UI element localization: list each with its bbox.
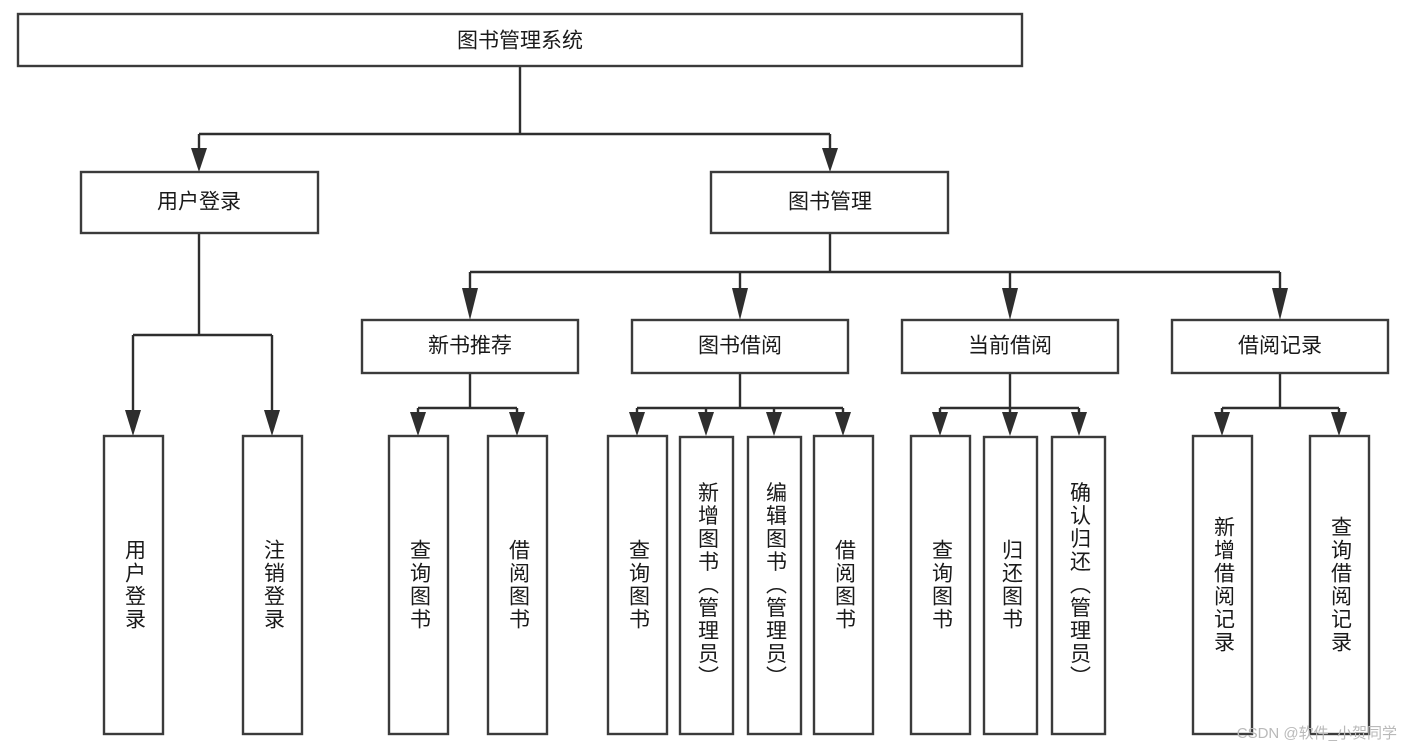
node-leaf-logout-box[interactable] (241, 434, 304, 736)
node-leaf-borrow-book-2-box[interactable] (812, 434, 875, 736)
node-user-login-box[interactable] (79, 170, 320, 235)
node-new-book-rec[interactable]: 新书推荐 (360, 318, 580, 375)
node-leaf-query-book-2-box[interactable] (606, 434, 669, 736)
node-leaf-borrow-book-2-label: 借阅图书 (832, 539, 856, 631)
node-current-borrow[interactable]: 当前借阅 (900, 318, 1120, 375)
node-leaf-query-book-3[interactable]: 查询图书 (909, 434, 972, 736)
node-leaf-query-record-box[interactable] (1308, 434, 1371, 736)
node-new-book-rec-box[interactable] (360, 318, 580, 375)
arrow-head-leaf-logout (264, 410, 280, 436)
arrow-head-leaf-borrow-book-1 (509, 412, 525, 436)
node-book-borrow-label: 图书借阅 (698, 335, 782, 358)
node-leaf-user-login-box[interactable] (102, 434, 165, 736)
node-leaf-query-book-1-box[interactable] (387, 434, 450, 736)
node-leaf-query-record-label: 查询借阅记录 (1328, 516, 1352, 654)
node-leaf-add-book-box[interactable] (678, 435, 735, 736)
node-user-login[interactable]: 用户登录 (79, 170, 320, 235)
node-leaf-borrow-book-1[interactable]: 借阅图书 (486, 434, 549, 736)
node-user-login-label: 用户登录 (157, 191, 241, 214)
node-borrow-record-box[interactable] (1170, 318, 1390, 375)
node-leaf-user-login[interactable]: 用户登录 (102, 434, 165, 736)
node-leaf-edit-book-box[interactable] (746, 435, 803, 736)
node-leaf-confirm-return-box[interactable] (1050, 435, 1107, 736)
node-leaf-edit-book-label: 编辑图书（管理员） (763, 482, 787, 689)
arrow-head-new-book-rec (462, 288, 478, 320)
node-leaf-user-login-label: 用户登录 (122, 539, 146, 631)
node-leaf-add-record-label: 新增借阅记录 (1211, 516, 1235, 654)
node-leaf-query-book-1[interactable]: 查询图书 (387, 434, 450, 736)
node-leaf-logout[interactable]: 注销登录 (241, 434, 304, 736)
node-root-label: 图书管理系统 (457, 30, 583, 53)
node-current-borrow-label: 当前借阅 (968, 335, 1052, 358)
node-leaf-query-record[interactable]: 查询借阅记录 (1308, 434, 1371, 736)
node-book-borrow[interactable]: 图书借阅 (630, 318, 850, 375)
arrow-head-leaf-user-login (125, 410, 141, 436)
node-leaf-return-book-label: 归还图书 (999, 539, 1023, 631)
arrow-head-leaf-add-book (698, 412, 714, 436)
arrow-head-book-manage (822, 148, 838, 172)
node-leaf-add-record[interactable]: 新增借阅记录 (1191, 434, 1254, 736)
connector-layer (125, 66, 1347, 436)
node-leaf-query-book-3-label: 查询图书 (929, 539, 953, 631)
node-book-manage-box[interactable] (709, 170, 950, 235)
arrow-head-leaf-query-record (1331, 412, 1347, 436)
arrow-head-current-borrow (1002, 288, 1018, 320)
arrow-head-leaf-return-book (1002, 412, 1018, 436)
node-borrow-record[interactable]: 借阅记录 (1170, 318, 1390, 375)
node-book-borrow-box[interactable] (630, 318, 850, 375)
arrow-head-leaf-query-book-3 (932, 412, 948, 436)
node-leaf-return-book-box[interactable] (982, 435, 1039, 736)
arrow-head-leaf-confirm-return (1071, 412, 1087, 436)
arrow-head-user-login (191, 148, 207, 172)
node-leaf-return-book[interactable]: 归还图书 (982, 435, 1039, 736)
node-leaf-query-book-2-label: 查询图书 (626, 539, 650, 631)
arrow-head-leaf-query-book-2 (629, 412, 645, 436)
arrow-head-borrow-record (1272, 288, 1288, 320)
node-new-book-rec-label: 新书推荐 (428, 335, 512, 358)
arrow-head-leaf-edit-book (766, 412, 782, 436)
node-leaf-confirm-return[interactable]: 确认归还（管理员） (1050, 435, 1107, 736)
node-leaf-confirm-return-label: 确认归还（管理员） (1067, 482, 1091, 689)
arrow-head-leaf-add-record (1214, 412, 1230, 436)
node-root-box[interactable] (16, 12, 1024, 68)
node-leaf-borrow-book-2[interactable]: 借阅图书 (812, 434, 875, 736)
node-leaf-edit-book[interactable]: 编辑图书（管理员） (746, 435, 803, 736)
arrow-head-leaf-query-book-1 (410, 412, 426, 436)
node-leaf-add-book[interactable]: 新增图书（管理员） (678, 435, 735, 736)
node-leaf-query-book-2[interactable]: 查询图书 (606, 434, 669, 736)
node-book-manage-label: 图书管理 (788, 191, 872, 214)
arrow-head-book-borrow (732, 288, 748, 320)
node-book-manage[interactable]: 图书管理 (709, 170, 950, 235)
node-current-borrow-box[interactable] (900, 318, 1120, 375)
node-leaf-add-record-box[interactable] (1191, 434, 1254, 736)
node-leaf-borrow-book-1-box[interactable] (486, 434, 549, 736)
node-leaf-borrow-book-1-label: 借阅图书 (506, 539, 530, 631)
arrow-head-leaf-borrow-book-2 (835, 412, 851, 436)
node-borrow-record-label: 借阅记录 (1238, 335, 1322, 358)
node-leaf-query-book-1-label: 查询图书 (407, 539, 431, 631)
node-leaf-query-book-3-box[interactable] (909, 434, 972, 736)
node-root[interactable]: 图书管理系统 (16, 12, 1024, 68)
node-leaf-logout-label: 注销登录 (261, 539, 285, 631)
node-leaf-add-book-label: 新增图书（管理员） (695, 482, 719, 689)
